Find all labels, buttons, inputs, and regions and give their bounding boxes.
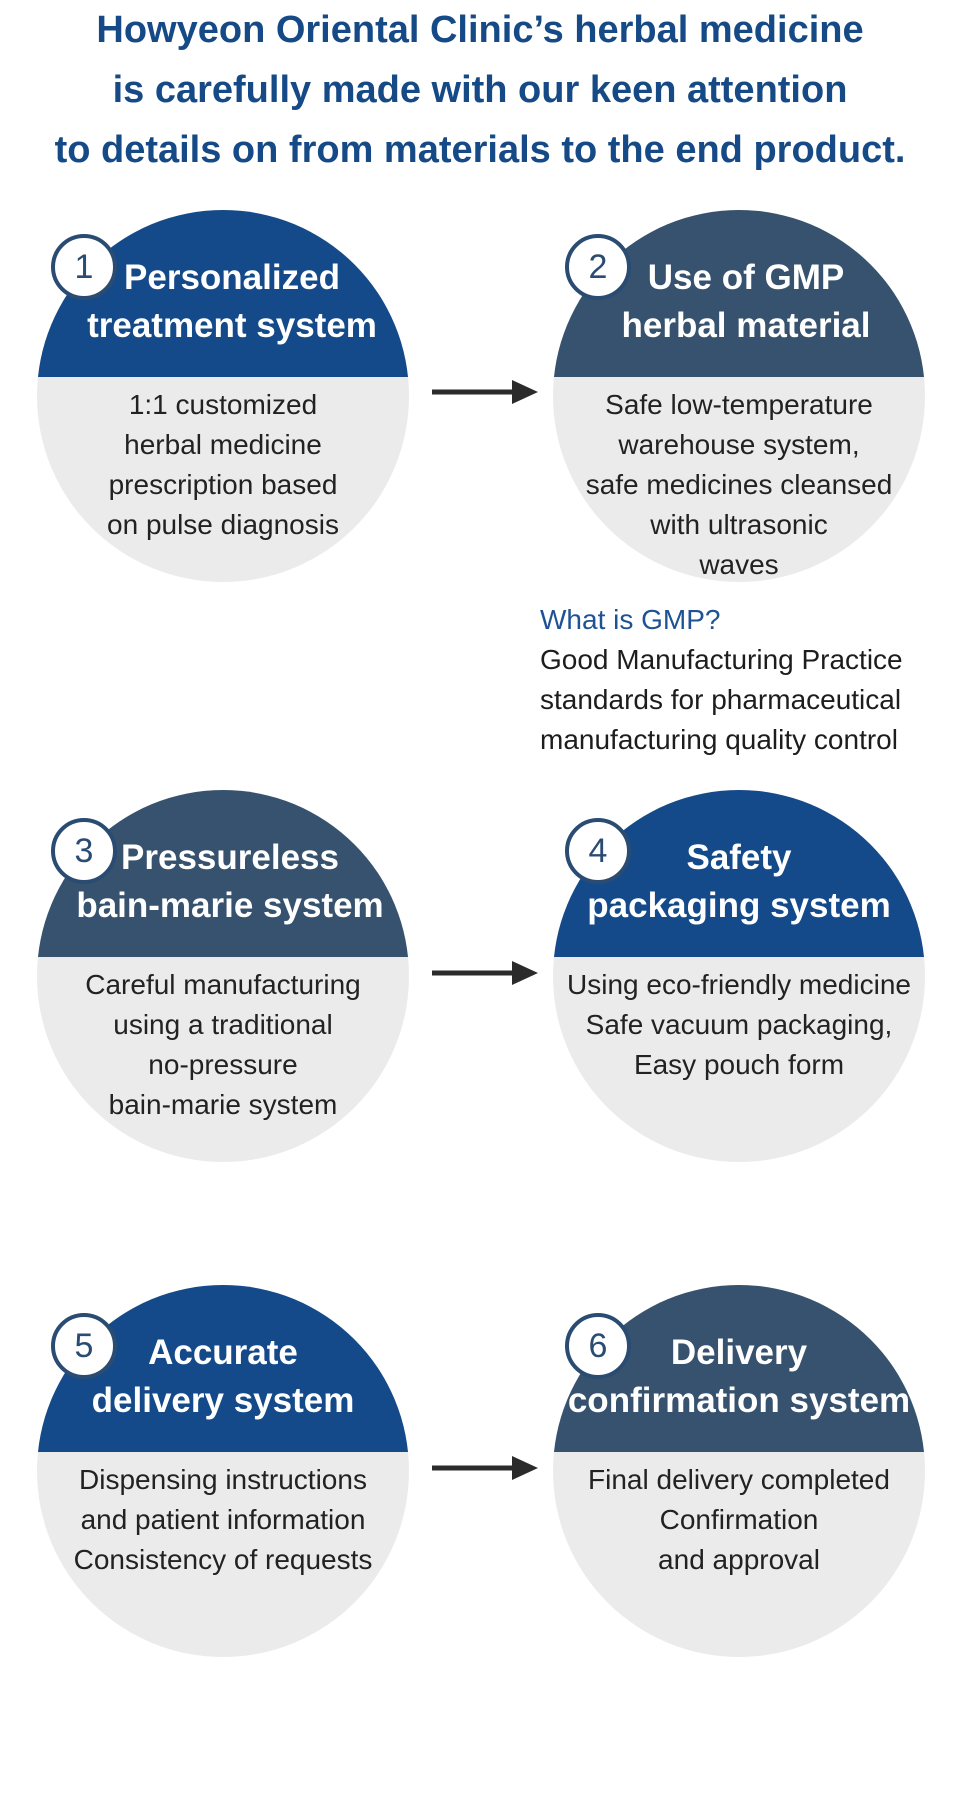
step-title-line: Delivery (670, 1333, 808, 1372)
step-description-line: Final delivery completed (588, 1464, 890, 1495)
step-title-line: delivery system (91, 1381, 355, 1420)
step-description-line: with ultrasonic (650, 509, 828, 540)
right-arrow-icon (432, 1456, 538, 1480)
step-description-line: Safe low-temperature (605, 389, 873, 420)
step-description-line: bain-marie system (108, 1089, 338, 1120)
step-2-title: Use of GMP herbal material (553, 254, 925, 350)
step-description-line: Safe vacuum packaging, (585, 1009, 893, 1040)
step-title-line: confirmation system (567, 1381, 911, 1420)
step-5-number-badge: 5 (51, 1313, 117, 1379)
step-4-header: Safety packaging system (553, 790, 925, 957)
step-4-description: Using eco-friendly medicine Safe vacuum … (553, 957, 925, 1085)
step-description-line: Easy pouch form (633, 1049, 845, 1080)
gmp-note: What is GMP? Good Manufacturing Practice… (540, 600, 903, 760)
step-description-line: Using eco-friendly medicine (567, 969, 911, 1000)
step-6-description: Final delivery completed Confirmation an… (553, 1452, 925, 1580)
step-description-line: and approval (658, 1544, 820, 1575)
right-arrow-icon (432, 380, 538, 404)
step-title-line: packaging system (587, 886, 891, 925)
step-6-number-badge: 6 (565, 1313, 631, 1379)
step-title-line: Personalized (124, 258, 340, 297)
step-2-circle: Use of GMP herbal material Safe low-temp… (553, 210, 925, 582)
step-2-description: Safe low-temperature warehouse system, s… (553, 377, 925, 582)
step-title-line: Safety (686, 838, 792, 877)
step-description-line: no-pressure (148, 1049, 298, 1080)
step-description-line: safe medicines cleansed (585, 469, 893, 500)
step-title-line: bain-marie system (76, 886, 384, 925)
step-description-line: 1:1 customized (128, 389, 318, 420)
step-3-description: Careful manufacturing using a traditiona… (37, 957, 409, 1125)
step-1-number-badge: 1 (51, 234, 117, 300)
step-description-line: waves (699, 549, 779, 580)
headline: Howyeon Oriental Clinic’s herbal medicin… (0, 0, 960, 180)
gmp-answer-line: manufacturing quality control (540, 724, 898, 755)
step-description-line: Dispensing instructions (79, 1464, 367, 1495)
headline-line: Howyeon Oriental Clinic’s herbal medicin… (96, 9, 864, 51)
right-arrow-icon (432, 961, 538, 985)
step-5-title: Accurate delivery system (37, 1329, 409, 1425)
step-title-line: Accurate (148, 1333, 298, 1372)
step-title-line: herbal material (621, 306, 871, 345)
step-2-number-badge: 2 (565, 234, 631, 300)
step-title-line: Pressureless (121, 838, 339, 877)
step-4-number-badge: 4 (565, 818, 631, 884)
step-title-line: treatment system (87, 306, 377, 345)
step-description-line: Confirmation (659, 1504, 819, 1535)
step-3-title: Pressureless bain-marie system (37, 834, 409, 930)
step-description-line: using a traditional (113, 1009, 333, 1040)
step-description-line: Consistency of requests (73, 1544, 373, 1575)
step-description-line: prescription based (108, 469, 338, 500)
step-title-line: Use of GMP (647, 258, 845, 297)
step-description-line: and patient information (80, 1504, 366, 1535)
step-1-description: 1:1 customized herbal medicine prescript… (37, 377, 409, 545)
headline-line: to details on from materials to the end … (54, 129, 906, 171)
gmp-answer-line: standards for pharmaceutical (540, 684, 902, 715)
step-1-circle: Personalized treatment system 1:1 custom… (37, 210, 409, 582)
step-description-line: warehouse system, (618, 429, 860, 460)
step-description-line: herbal medicine (124, 429, 322, 460)
step-4-title: Safety packaging system (553, 834, 925, 930)
step-1-title: Personalized treatment system (37, 254, 409, 350)
step-description-line: on pulse diagnosis (107, 509, 339, 540)
step-3-number-badge: 3 (51, 818, 117, 884)
step-5-description: Dispensing instructions and patient info… (37, 1452, 409, 1580)
gmp-question: What is GMP? (540, 604, 721, 635)
gmp-answer-line: Good Manufacturing Practice (540, 644, 903, 675)
headline-line: is carefully made with our keen attentio… (112, 69, 848, 111)
step-description-line: Careful manufacturing (85, 969, 361, 1000)
step-6-title: Delivery confirmation system (553, 1329, 925, 1425)
